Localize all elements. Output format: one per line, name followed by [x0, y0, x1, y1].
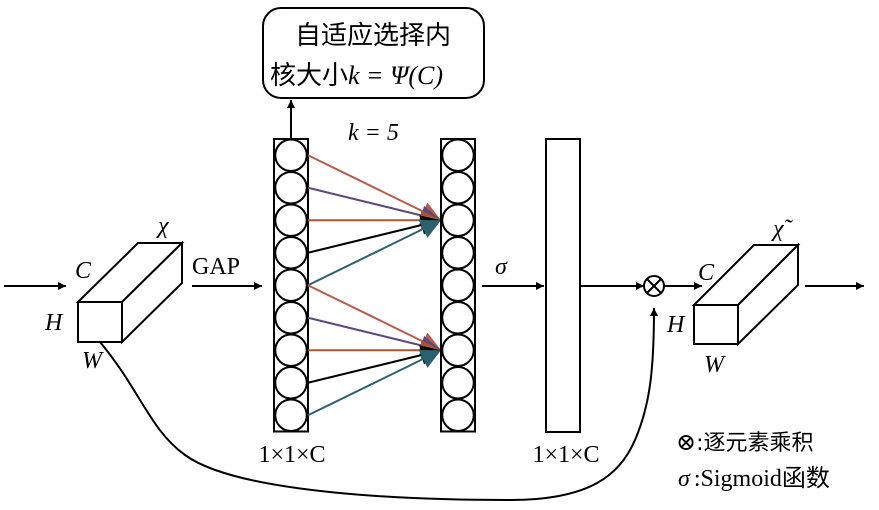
conv-link	[307, 284, 442, 352]
input-tensor-w-label: W	[82, 348, 104, 374]
pooled-vector-cell	[274, 236, 308, 270]
conv-link	[307, 345, 442, 384]
conv-output-vector	[440, 138, 476, 433]
output-tensor: χ̃ C H W	[666, 216, 801, 378]
output-tensor-front	[693, 304, 739, 345]
pooled-vector-cell	[274, 203, 308, 237]
skip-connection	[99, 307, 658, 502]
output-tensor-symbol: χ̃	[771, 216, 794, 242]
callout-formula: k = Ψ(C)	[348, 61, 443, 90]
input-tensor-c-label: C	[75, 258, 92, 284]
conv-output-cell	[441, 301, 475, 335]
conv-output-cell	[441, 333, 475, 367]
legend-sigma-symbol: σ	[678, 466, 691, 492]
conv1d-links	[307, 154, 442, 417]
conv-link	[307, 219, 442, 287]
weights-vector-label: 1×1×C	[532, 442, 599, 468]
callout-box	[262, 7, 485, 99]
gap-label: GAP	[192, 254, 240, 280]
pooled-vector-label: 1×1×C	[258, 442, 325, 468]
output-tensor-c-label: C	[698, 260, 715, 286]
input-tensor: χ C H W	[44, 213, 185, 374]
pooled-vector	[273, 138, 309, 433]
pooled-vector-cell	[274, 268, 308, 302]
input-tensor-symbol: χ	[156, 213, 170, 239]
pooled-vector-cell	[274, 171, 308, 205]
conv-link	[307, 316, 442, 356]
callout-line-2: 核大小k = Ψ(C)	[270, 61, 443, 91]
conv-output-cell	[441, 171, 475, 205]
legend: ⊗:逐元素乘积 σ:Sigmoid函数	[676, 430, 830, 492]
conv-output-cell	[441, 203, 475, 237]
legend-item-multiply: ⊗:逐元素乘积	[676, 430, 814, 456]
pooled-vector-cell	[274, 398, 308, 432]
conv-link	[307, 349, 442, 417]
pooled-vector-cell	[274, 301, 308, 335]
callout-line-1: 自适应选择内	[295, 21, 451, 51]
callout-line-2-prefix: 核大小	[270, 61, 348, 91]
input-tensor-front	[77, 301, 123, 343]
conv-output-cell	[441, 138, 475, 172]
conv-output-cell	[441, 236, 475, 270]
legend-multiply-symbol: ⊗	[676, 430, 696, 456]
kernel-size-callout: 自适应选择内 核大小k = Ψ(C)	[262, 7, 485, 99]
conv-output-cell	[441, 398, 475, 432]
conv-link	[307, 186, 442, 226]
pooled-vector-cell	[274, 138, 308, 172]
legend-item-sigmoid: σ:Sigmoid函数	[678, 465, 830, 492]
pooled-vector-cell	[274, 333, 308, 367]
pooled-vector-cell	[274, 366, 308, 400]
sigma-label: σ	[495, 254, 508, 280]
multiply-node	[643, 275, 665, 297]
conv-output-cell	[441, 366, 475, 400]
kernel-size-label: k = 5	[348, 120, 399, 146]
legend-multiply-text: :逐元素乘积	[696, 431, 813, 456]
legend-sigma-text: :Sigmoid函数	[694, 465, 830, 492]
output-tensor-w-label: W	[704, 352, 726, 378]
weights-vector	[545, 138, 581, 433]
input-tensor-h-label: H	[44, 310, 64, 336]
output-tensor-h-label: H	[666, 312, 686, 338]
conv-link	[307, 215, 442, 254]
pooled-vector-dims: 1×1×C	[258, 442, 325, 468]
conv-output-cell	[441, 268, 475, 302]
conv-link	[307, 154, 442, 222]
